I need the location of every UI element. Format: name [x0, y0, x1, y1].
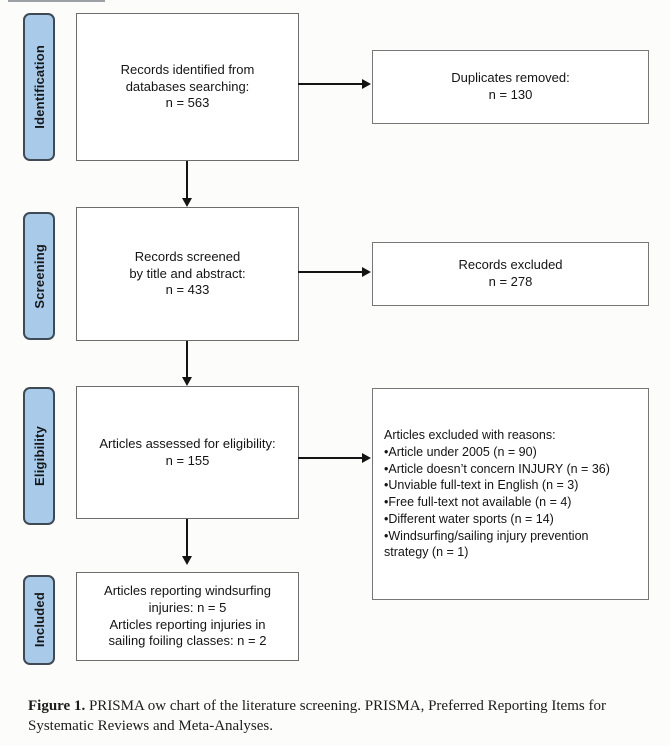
- box-line: Records screened: [134, 248, 241, 264]
- stage-label-text: Identification: [31, 45, 47, 129]
- box-articles-included: Articles reporting windsurfing injuries:…: [76, 572, 299, 661]
- stage-label-screening: Screening: [23, 212, 55, 340]
- arrow-down-icon: [180, 161, 193, 207]
- stage-label-text: Eligibility: [31, 426, 47, 486]
- box-line: n = 563: [165, 95, 210, 111]
- figure-caption: Figure 1. PRISMA ow chart of the literat…: [28, 696, 646, 737]
- box-line: Articles reporting injuries in: [109, 616, 266, 632]
- box-articles-assessed: Articles assessed for eligibility: n = 1…: [76, 386, 299, 519]
- arrow-down-icon: [180, 341, 193, 386]
- box-line: n = 130: [488, 87, 533, 102]
- box-line: n = 155: [165, 452, 210, 468]
- box-line: •Article under 2005 (n = 90): [384, 444, 537, 459]
- stage-label-text: Included: [31, 592, 47, 648]
- stage-label-included: Included: [23, 575, 55, 665]
- box-line: sailing foiling classes: n = 2: [108, 633, 267, 649]
- box-line: •Unviable full-text in English (n = 3): [384, 478, 579, 493]
- box-line: injuries: n = 5: [148, 599, 227, 615]
- box-line: n = 433: [165, 282, 210, 298]
- box-line: Articles reporting windsurfing: [104, 582, 271, 598]
- arrow-right-icon: [298, 265, 371, 278]
- box-line: strategy (n = 1): [384, 545, 469, 560]
- arrow-right-icon: [298, 77, 371, 90]
- box-line: Articles assessed for eligibility:: [99, 435, 276, 451]
- arrow-down-icon: [180, 519, 193, 565]
- stage-label-identification: Identification: [23, 13, 55, 161]
- stage-label-text: Screening: [31, 243, 47, 309]
- box-line: Articles excluded with reasons:: [384, 428, 556, 442]
- box-line: databases searching:: [125, 78, 250, 94]
- box-line: n = 278: [488, 274, 533, 289]
- box-articles-excluded-reasons: Articles excluded with reasons: •Article…: [372, 388, 649, 600]
- stage-label-eligibility: Eligibility: [23, 387, 55, 525]
- box-line: by title and abstract:: [129, 265, 246, 281]
- box-line: Records identified from: [120, 61, 255, 77]
- box-line: •Windsurfing/sailing injury prevention: [384, 528, 589, 543]
- arrow-right-icon: [298, 451, 371, 464]
- box-line: •Free full-text not available (n = 4): [384, 495, 572, 509]
- figure-caption-text: PRISMA ow chart of the literature screen…: [28, 698, 606, 735]
- box-records-identified: Records identified from databases search…: [76, 13, 299, 161]
- box-line: Duplicates removed:: [451, 70, 570, 86]
- box-line: •Different water sports (n = 14): [384, 511, 554, 526]
- box-line: •Article doesn’t concern INJURY (n = 36): [384, 461, 610, 476]
- box-line: Records excluded: [458, 257, 563, 273]
- box-duplicates-removed: Duplicates removed: n = 130: [372, 50, 649, 124]
- page-edge-artifact: [8, 0, 105, 2]
- box-records-excluded: Records excluded n = 278: [372, 242, 649, 306]
- figure-caption-label: Figure 1.: [28, 698, 86, 714]
- box-records-screened: Records screened by title and abstract: …: [76, 207, 299, 341]
